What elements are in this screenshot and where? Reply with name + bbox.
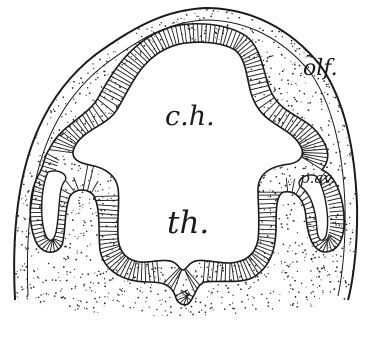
- wall-hatch-stroke: [259, 229, 276, 230]
- wall-hatch-stroke: [89, 109, 99, 126]
- wall-hatch-stroke: [243, 260, 251, 278]
- wall-hatch-stroke: [245, 64, 262, 68]
- wall-hatch-stroke: [97, 205, 119, 206]
- wall-hatch-stroke: [330, 211, 344, 212]
- wall-hatch-stroke: [141, 262, 142, 282]
- wall-hatch-stroke: [259, 220, 276, 221]
- wall-hatch-stroke: [180, 25, 184, 43]
- wall-hatch-stroke: [91, 181, 98, 193]
- wall-hatch-stroke: [263, 101, 277, 114]
- wall-hatch-stroke: [43, 166, 57, 170]
- wall-hatch-stroke: [193, 24, 194, 43]
- wall-hatch-stroke: [203, 261, 205, 283]
- wall-hatch-stroke: [330, 215, 344, 216]
- label-ch: c.h.: [165, 103, 215, 130]
- wall-hatch-stroke: [259, 212, 277, 213]
- label-th: th.: [167, 208, 209, 239]
- wall-hatch-stroke: [185, 270, 198, 289]
- lateral-pouch-lumen: [42, 171, 66, 240]
- wall-hatch-stroke: [328, 202, 342, 205]
- wall-hatch-stroke: [258, 199, 278, 200]
- wall-hatch-stroke: [302, 154, 327, 158]
- wall-hatch-stroke: [79, 118, 89, 132]
- wall-hatch-stroke: [247, 73, 264, 77]
- wall-hatch-stroke: [155, 34, 164, 50]
- wall-hatch-stroke: [82, 115, 92, 130]
- wall-hatch-stroke: [286, 178, 287, 192]
- wall-hatch-stroke: [98, 99, 115, 113]
- wall-hatch-stroke: [232, 263, 235, 282]
- wall-hatch-stroke: [259, 225, 276, 226]
- wall-hatch-stroke: [99, 234, 118, 235]
- wall-hatch-stroke: [145, 262, 146, 282]
- wall-hatch-stroke: [100, 242, 119, 245]
- wall-hatch-stroke: [327, 194, 340, 198]
- wall-hatch-stroke: [95, 103, 108, 120]
- wall-hatch-stroke: [87, 166, 93, 191]
- wall-hatch-stroke: [252, 90, 270, 96]
- wall-hatch-stroke: [208, 261, 210, 282]
- wall-hatch-stroke: [104, 87, 124, 97]
- wall-hatch-stroke: [101, 246, 120, 253]
- wall-hatch-stroke: [128, 261, 135, 279]
- wall-hatch-stroke: [220, 27, 223, 45]
- wall-hatch-stroke: [330, 223, 344, 224]
- wall-hatch-stroke: [246, 69, 263, 73]
- wall-hatch-stroke: [249, 81, 267, 85]
- wall-hatch-stroke: [189, 24, 191, 42]
- wall-hatch-stroke: [325, 189, 338, 194]
- wall-hatch-stroke: [259, 217, 276, 218]
- wall-hatch-stroke: [106, 84, 126, 94]
- wall-hatch-stroke: [250, 86, 268, 90]
- wall-hatch-stroke: [66, 181, 75, 192]
- wall-hatch-stroke: [100, 245, 119, 249]
- wall-hatch-stroke: [148, 262, 150, 282]
- wall-hatch-stroke: [212, 262, 214, 282]
- wall-hatch-stroke: [157, 261, 159, 283]
- wall-hatch-stroke: [102, 91, 122, 102]
- wall-hatch-stroke: [86, 112, 95, 128]
- wall-hatch-stroke: [213, 25, 215, 43]
- wall-hatch-stroke: [99, 239, 118, 240]
- wall-hatch-stroke: [176, 26, 180, 44]
- wall-hatch-stroke: [75, 120, 86, 133]
- wall-hatch-stroke: [292, 179, 295, 193]
- wall-hatch-stroke: [137, 262, 139, 281]
- wall-hatch-stroke: [302, 153, 327, 154]
- wall-hatch-stroke: [100, 95, 119, 107]
- label-olf: olf.: [303, 58, 338, 80]
- wall-hatch-stroke: [281, 113, 290, 128]
- wall-hatch-stroke: [201, 24, 202, 42]
- wall-hatch-stroke: [259, 208, 277, 209]
- wall-hatch-stroke: [94, 196, 119, 197]
- wall-hatch-stroke: [151, 36, 160, 52]
- wall-hatch-stroke: [72, 123, 84, 136]
- wall-hatch-stroke: [329, 207, 343, 209]
- wall-hatch-stroke: [83, 165, 88, 190]
- wall-hatch-stroke: [198, 24, 199, 42]
- wall-hatch-stroke: [234, 263, 238, 282]
- wall-hatch-stroke: [184, 25, 186, 44]
- wall-hatch-stroke: [109, 80, 129, 90]
- wall-hatch-stroke: [121, 62, 138, 74]
- wall-hatch-stroke: [285, 115, 294, 130]
- wall-hatch-stroke: [272, 107, 283, 122]
- label-pav: p.av.: [300, 171, 335, 186]
- wall-hatch-stroke: [330, 230, 344, 233]
- wall-hatch-stroke: [209, 25, 211, 43]
- wall-hatch-stroke: [92, 106, 103, 123]
- wall-hatch-stroke: [269, 104, 280, 119]
- wall-hatch-stroke: [241, 48, 256, 57]
- wall-hatch-stroke: [328, 198, 342, 201]
